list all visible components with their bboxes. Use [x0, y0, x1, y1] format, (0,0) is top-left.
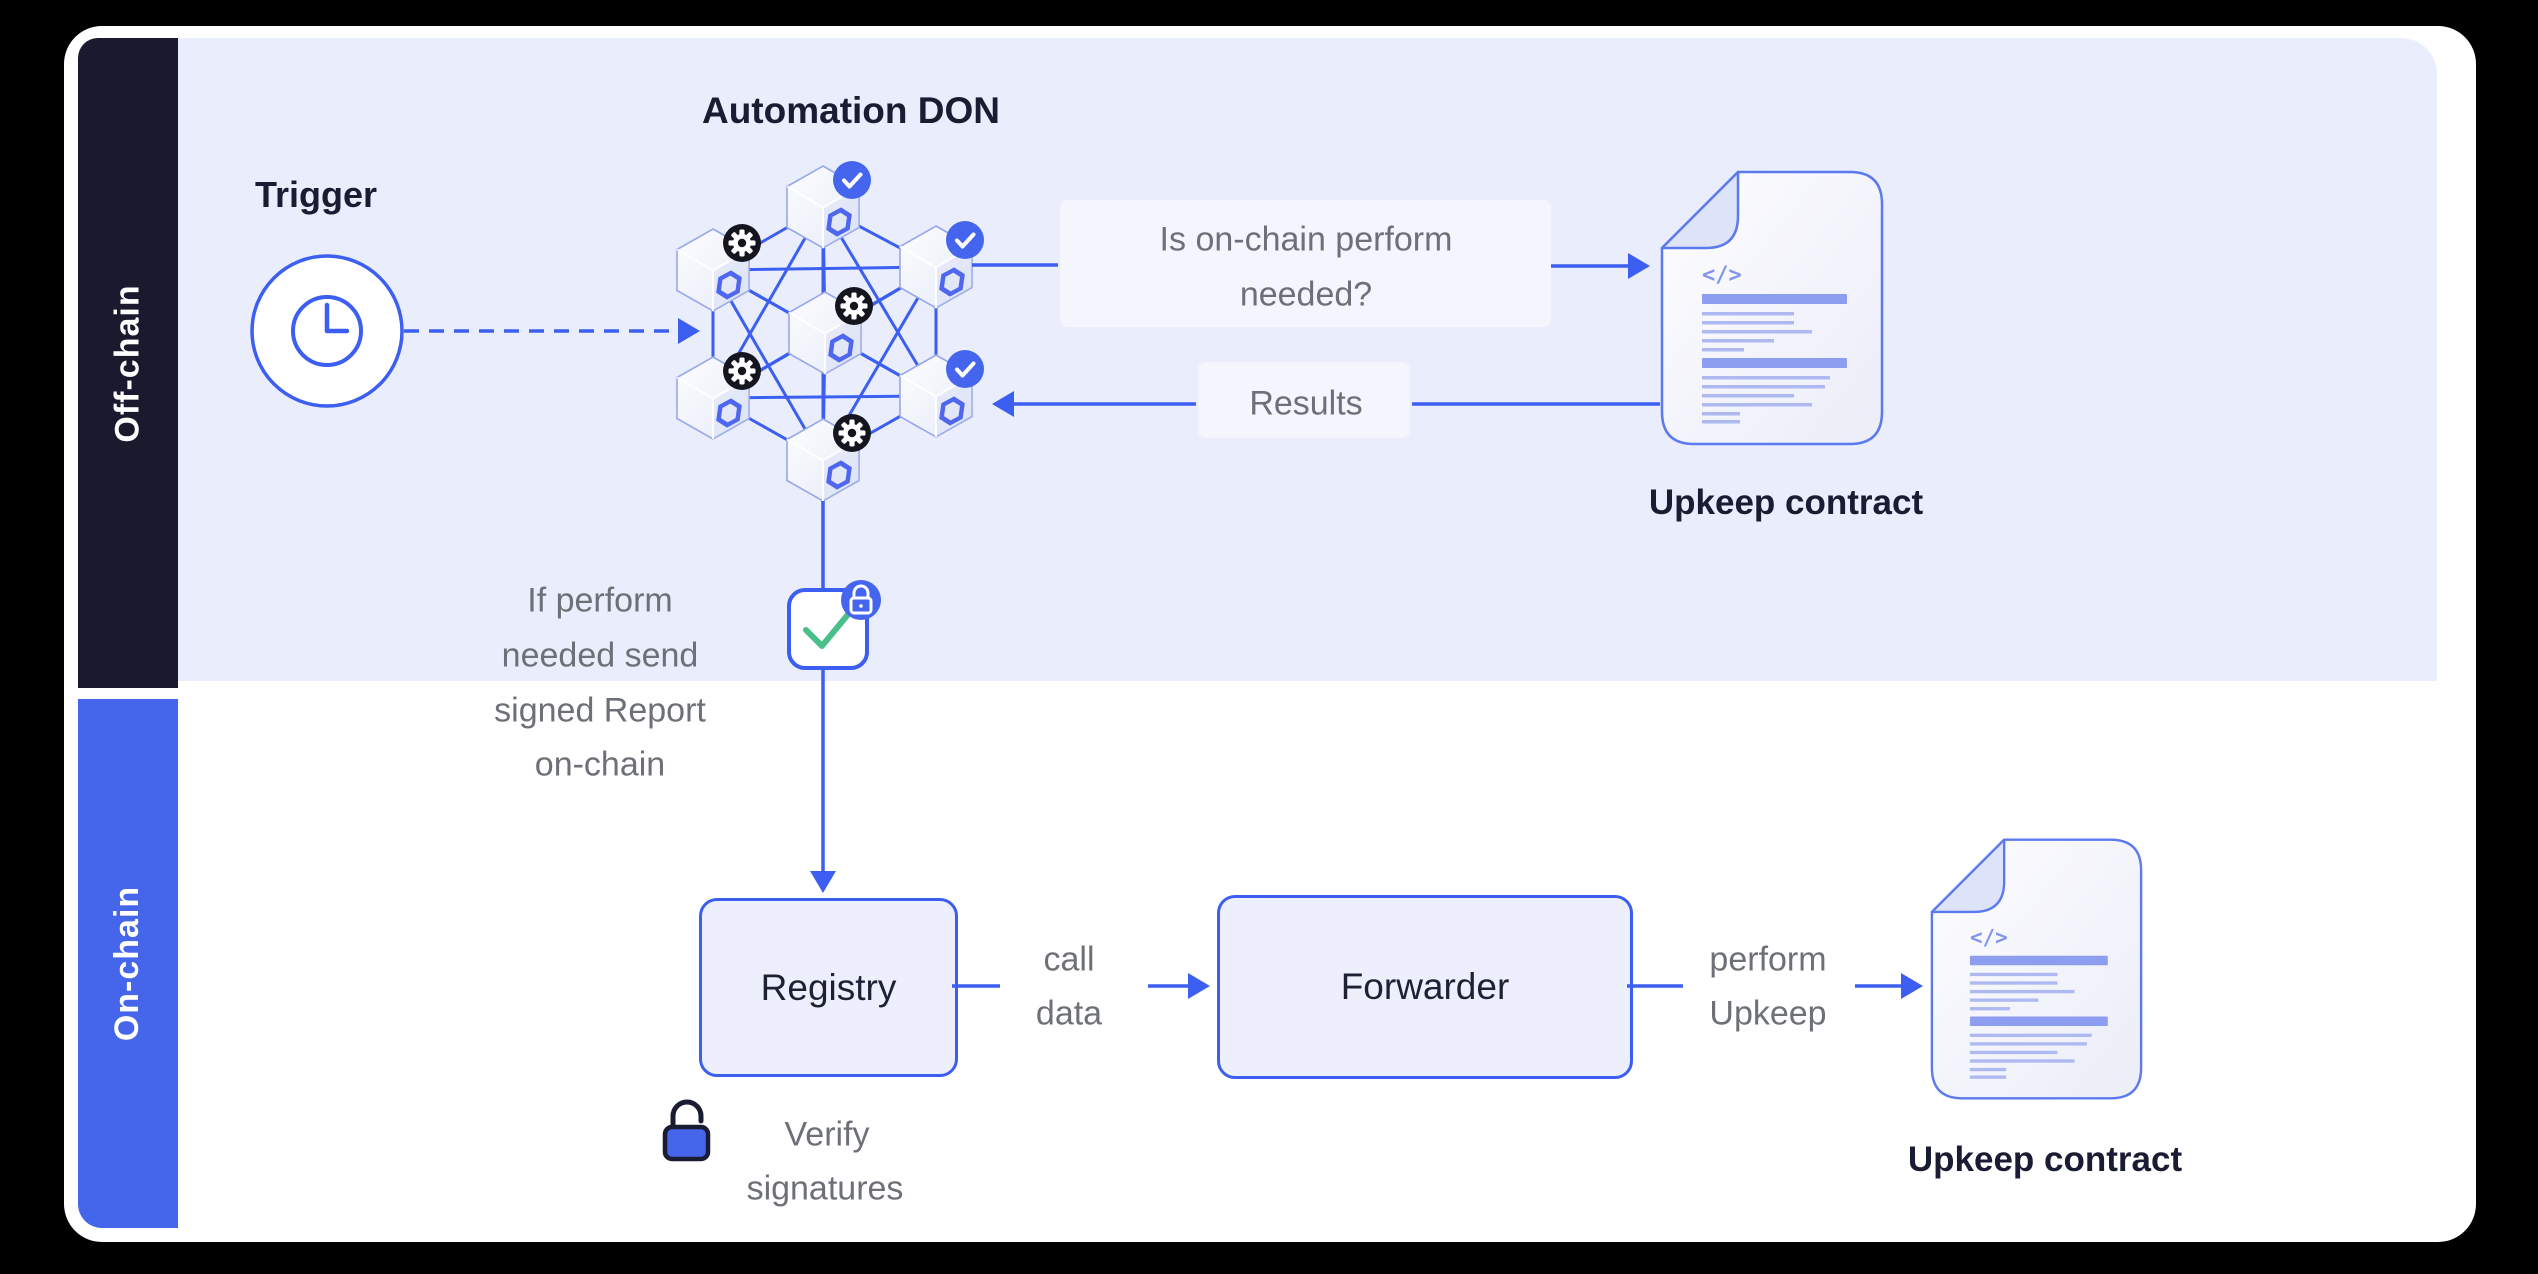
verify-signatures-line2: signatures — [746, 1169, 904, 1208]
automation-don-title: Automation DON — [701, 90, 1001, 131]
question-line1: Is on-chain perform — [1159, 220, 1453, 259]
upkeep-contract-label-top: Upkeep contract — [1648, 483, 1924, 522]
perform-upkeep-line1: perform — [1709, 940, 1827, 979]
perform-upkeep-line2: Upkeep — [1709, 994, 1827, 1033]
call-data-line1: call — [1043, 940, 1095, 979]
forwarder-label: Forwarder — [1340, 966, 1510, 1007]
call-data-line2: data — [1035, 994, 1103, 1033]
report-note-line2: needed send — [501, 636, 699, 675]
question-line2: needed? — [1239, 275, 1373, 314]
results-callout — [1198, 362, 1410, 438]
upkeep-contract-label-bottom: Upkeep contract — [1907, 1140, 2183, 1179]
registry-label: Registry — [760, 966, 897, 1008]
question-callout — [1060, 200, 1551, 327]
lane-on-chain: On-chain — [78, 699, 178, 1228]
trigger-label: Trigger — [254, 174, 378, 215]
off-chain-region — [170, 38, 2437, 681]
report-note-line4: on-chain — [534, 745, 666, 784]
forwarder-box: Forwarder — [1217, 895, 1633, 1079]
lane-on-chain-label: On-chain — [108, 885, 147, 1042]
lane-off-chain-label: Off-chain — [108, 283, 147, 443]
lane-off-chain: Off-chain — [78, 38, 178, 688]
report-note-line1: If perform — [527, 581, 673, 620]
report-note-line3: signed Report — [494, 691, 706, 730]
registry-box: Registry — [699, 898, 958, 1077]
verify-signatures-line1: Verify — [784, 1115, 870, 1154]
results-label: Results — [1249, 384, 1363, 423]
